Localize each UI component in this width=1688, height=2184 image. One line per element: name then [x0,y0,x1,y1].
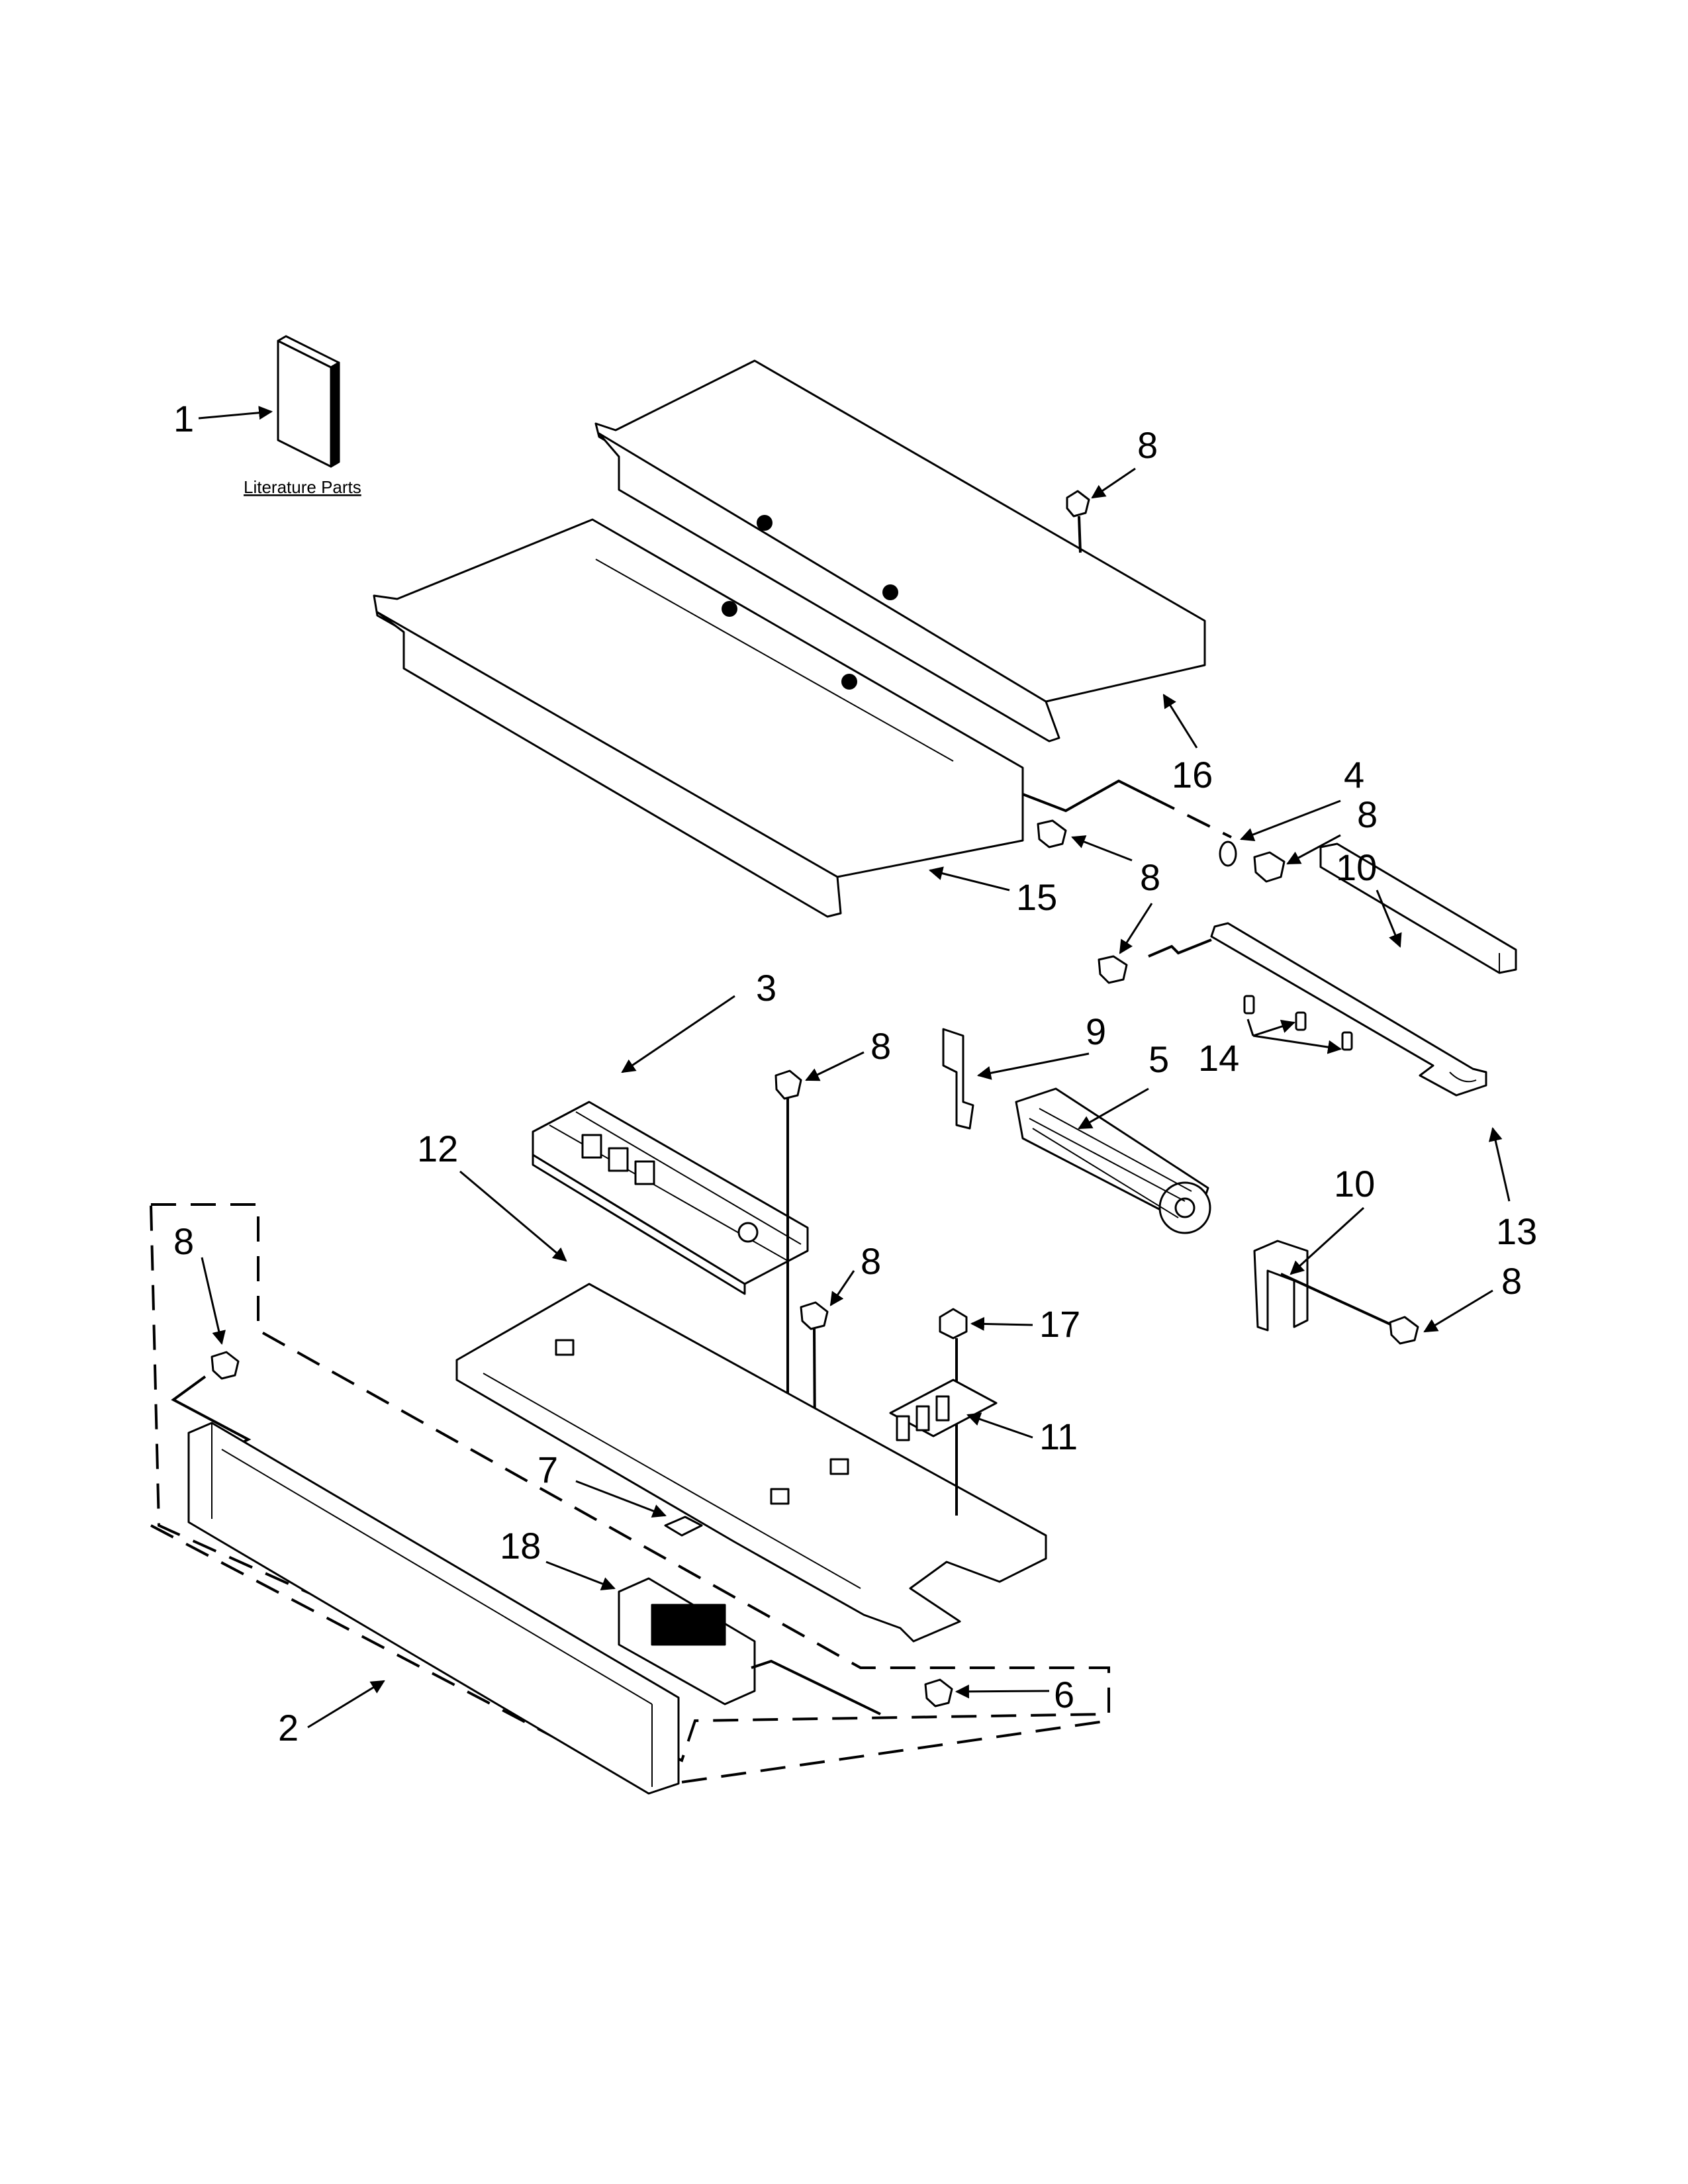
bracket-14-part [1148,922,1511,1202]
bracket-10-lower [1253,1206,1493,1345]
callout-5: 5 [1149,1038,1169,1080]
nut-18 [939,1308,1033,1516]
callout-1: 1 [173,398,194,439]
control-board-3-part [532,995,809,1295]
callout-8-top: 8 [1137,424,1158,466]
callout-12: 11 [1039,1416,1078,1457]
bracket-10-upper [942,1028,1090,1130]
callout-16: 15 [1016,876,1057,918]
strip-11-part [1319,842,1517,974]
literature-parts-label: Literature Parts [244,477,361,497]
front-panel-2-part [187,1422,680,1795]
top-panel-17-part [594,359,1206,749]
callout-10-lower: 10 [1334,1163,1375,1205]
callout-3: 3 [756,967,776,1009]
screw-8-grommet [1253,834,1341,883]
callout-14: 13 [1496,1210,1537,1252]
callout-4: 4 [1344,754,1364,796]
callout-7: 7 [538,1449,558,1490]
leader-16 [928,866,1010,891]
callout-8-base: 8 [861,1240,881,1282]
blower-5-part [1015,1087,1211,1234]
screw-8-top [1066,467,1136,553]
base-plate-13-part [455,1170,1047,1643]
callout-8-grommet: 8 [1357,794,1378,835]
clip-12-part [889,1379,1033,1441]
callout-10-upper: 9 [1086,1011,1106,1052]
screw-6 [924,1678,1050,1707]
callout-8-left: 8 [173,1220,194,1262]
screw-8-side [1037,819,1133,862]
callout-13: 12 [417,1128,458,1169]
literature-book-part [198,335,340,468]
callout-18: 17 [1039,1303,1080,1345]
leader-1 [198,406,273,420]
callout-19: 18 [500,1525,541,1567]
callout-8-side: 8 [1140,856,1160,898]
callout-11: 10 [1336,846,1377,888]
callout-6: 6 [1054,1674,1074,1715]
callout-labels: 1 2 3 4 5 6 7 8 8 8 8 8 8 8 9 10 10 11 1… [173,398,1537,1749]
sensor-7-part [575,1480,703,1537]
top-panel-16-part [373,518,1024,918]
screw-8-bracket [1098,903,1153,984]
callout-8-bracket-lower: 8 [1501,1260,1522,1302]
callout-15: 14 [1198,1037,1239,1079]
callout-2: 2 [278,1707,299,1749]
callout-17: 16 [1172,754,1213,796]
wire-grommet-4 [1022,779,1341,867]
display-board-19-part [545,1561,881,1715]
screw-8-left [171,1257,252,1451]
callout-9: 8 [870,1025,891,1067]
screws-15 [1243,995,1353,1054]
leader-17 [1162,694,1198,749]
